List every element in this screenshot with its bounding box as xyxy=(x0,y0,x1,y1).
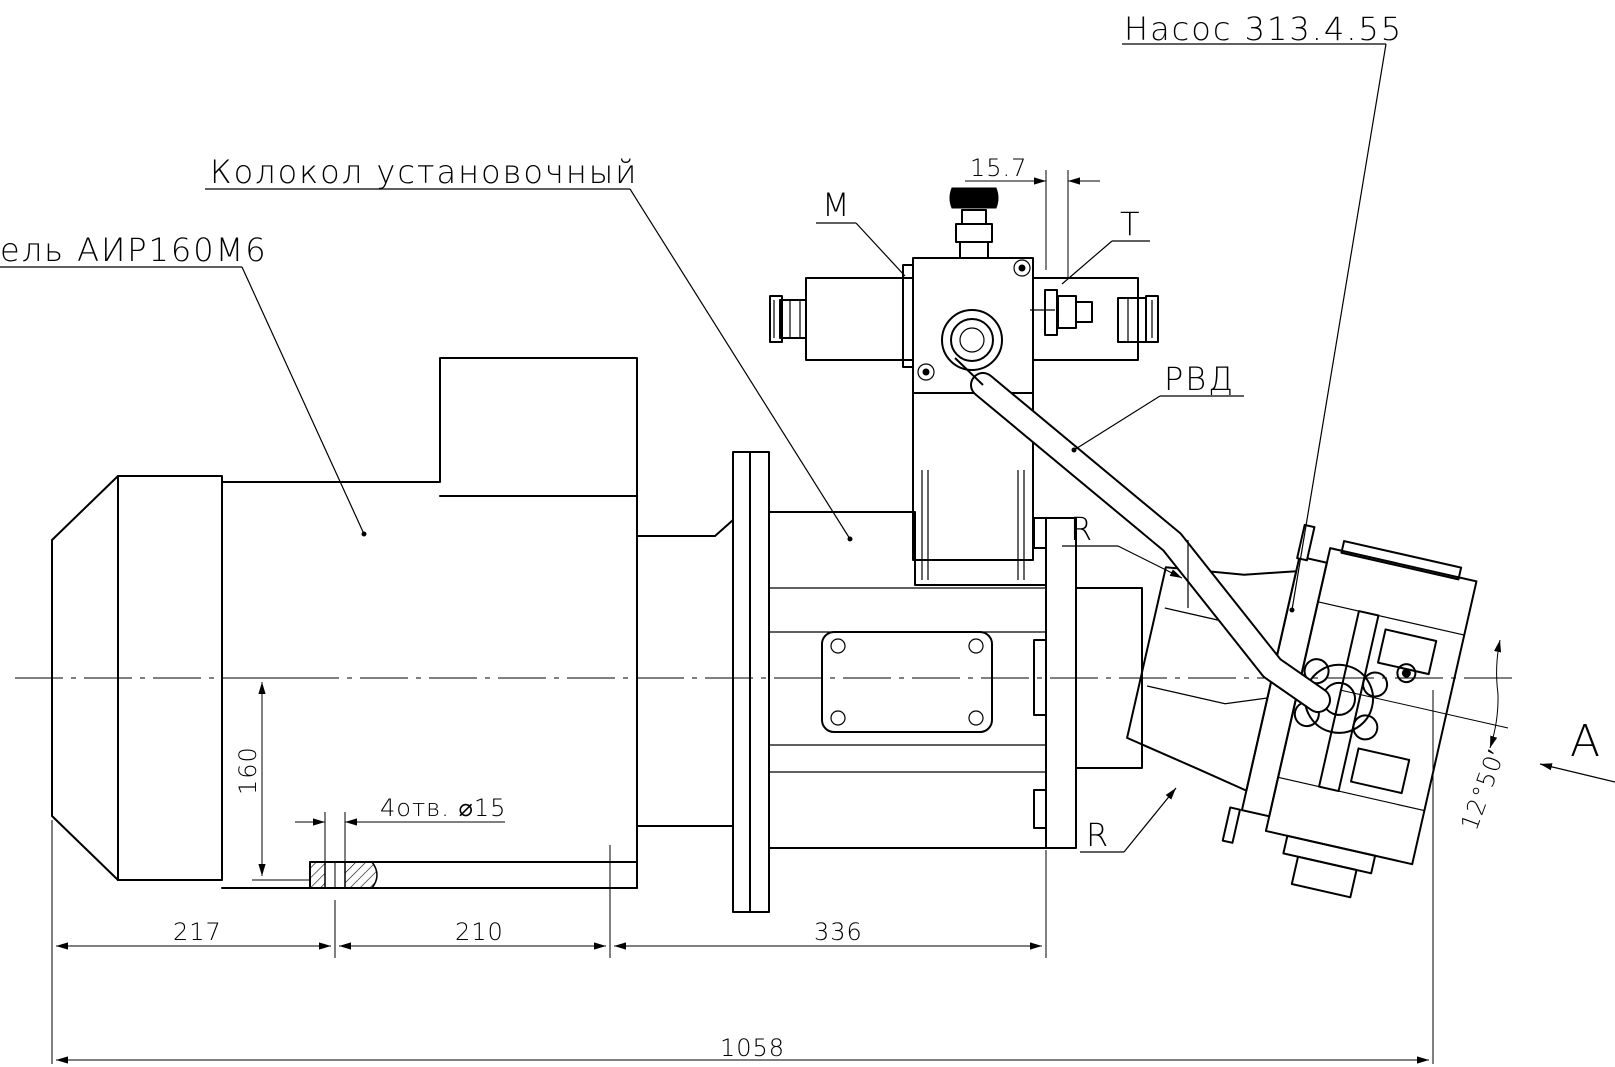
motor-label: ель АИР160М6 xyxy=(0,231,268,269)
bell-label: Колокол установочный xyxy=(210,153,638,191)
annotations: Насос 313.4.55 Колокол установочный ель … xyxy=(0,10,1615,854)
dim-angle: 12°50′ xyxy=(1455,746,1510,834)
dim-1058: 1058 xyxy=(720,1034,785,1062)
t-label: Т xyxy=(1120,205,1142,243)
dim-holes: 4отв. ⌀15 xyxy=(380,794,506,822)
electric-motor xyxy=(51,357,638,900)
view-a-label: А xyxy=(1570,716,1600,767)
dim-217: 217 xyxy=(173,918,222,946)
high-pressure-hose xyxy=(954,357,1331,713)
m-label: М xyxy=(822,186,852,224)
r-top-label: R xyxy=(1070,510,1094,548)
dim-336: 336 xyxy=(814,918,863,946)
valve-block xyxy=(769,187,1159,580)
mounting-bell xyxy=(768,511,1143,849)
pump xyxy=(1126,523,1478,899)
pump-label: Насос 313.4.55 xyxy=(1124,10,1403,48)
dim-15-7: 15.7 xyxy=(970,154,1027,182)
hose-label: РВД xyxy=(1164,360,1235,398)
motor-flange xyxy=(636,451,770,913)
dim-210: 210 xyxy=(455,918,504,946)
dim-160: 160 xyxy=(234,746,262,795)
r-bottom-label: R xyxy=(1086,816,1110,854)
